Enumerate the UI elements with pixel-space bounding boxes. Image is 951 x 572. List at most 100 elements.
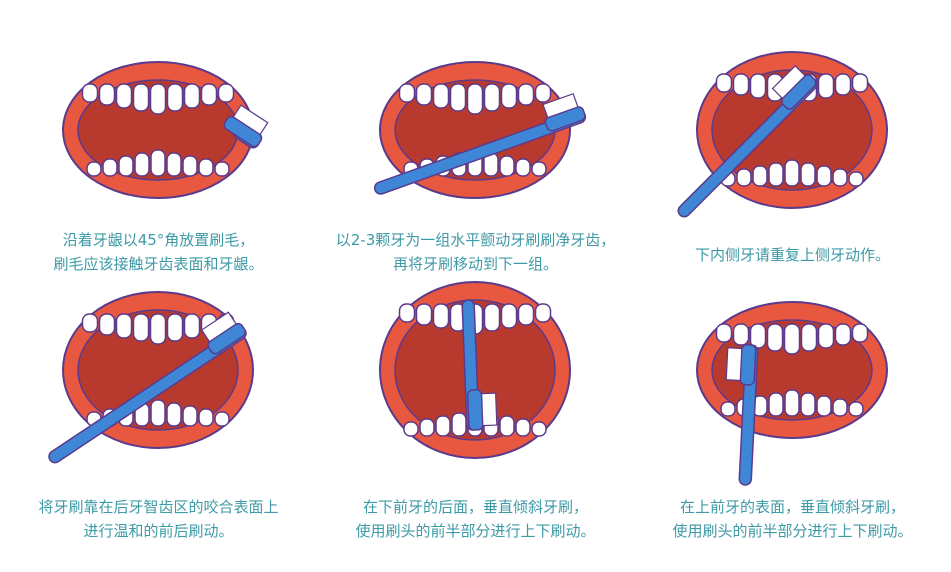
tooth bbox=[466, 83, 484, 115]
tooth bbox=[483, 303, 501, 332]
tooth bbox=[81, 83, 99, 103]
tooth bbox=[500, 303, 518, 329]
tooth bbox=[398, 303, 416, 323]
tooth bbox=[834, 323, 852, 346]
step-caption-line: 在下前牙的后面，垂直倾斜牙刷， bbox=[362, 498, 588, 516]
tooth bbox=[515, 158, 531, 177]
tooth bbox=[784, 389, 800, 417]
tooth bbox=[749, 73, 767, 99]
step-caption-line: 将牙刷靠在后牙智齿区的咬合表面上 bbox=[38, 498, 279, 516]
tooth bbox=[749, 323, 767, 349]
tooth bbox=[834, 73, 852, 96]
tooth bbox=[118, 155, 134, 177]
tooth bbox=[752, 165, 768, 187]
tooth bbox=[449, 83, 467, 112]
tooth bbox=[800, 392, 816, 417]
tooth bbox=[166, 313, 184, 342]
tooth bbox=[198, 408, 214, 427]
tooth bbox=[517, 83, 535, 106]
tooth bbox=[832, 398, 848, 417]
tooth bbox=[851, 73, 869, 93]
toothbrush-icon bbox=[677, 65, 818, 218]
step-caption-line: 沿着牙龈以45°角放置刷毛， bbox=[62, 231, 255, 249]
step-caption-line: 使用刷头的前半部分进行上下刷动。 bbox=[672, 522, 913, 540]
step-caption-line: 刷毛应该接触牙齿表面和牙龈。 bbox=[53, 255, 264, 273]
tooth bbox=[398, 83, 416, 103]
tooth bbox=[102, 158, 118, 177]
tooth bbox=[415, 303, 433, 326]
tooth bbox=[432, 303, 450, 329]
tooth bbox=[435, 415, 451, 437]
tooth bbox=[183, 83, 201, 109]
mouth-illustration bbox=[48, 291, 254, 464]
tooth bbox=[848, 171, 864, 187]
toothbrush-icon bbox=[48, 311, 247, 464]
tooth bbox=[736, 168, 752, 187]
tooth bbox=[768, 162, 784, 187]
tooth bbox=[150, 149, 166, 177]
tooth bbox=[166, 152, 182, 177]
tooth bbox=[149, 83, 167, 115]
tooth bbox=[419, 418, 435, 437]
tooth bbox=[166, 83, 184, 112]
tooth bbox=[183, 313, 201, 339]
tooth bbox=[499, 155, 515, 177]
tooth bbox=[515, 418, 531, 437]
tooth bbox=[403, 421, 419, 437]
tooth bbox=[848, 401, 864, 417]
tooth bbox=[432, 83, 450, 109]
tooth bbox=[534, 303, 552, 323]
step-caption-line: 再将牙刷移动到下一组。 bbox=[392, 255, 558, 273]
tooth bbox=[768, 392, 784, 417]
tooth bbox=[115, 313, 133, 339]
tooth bbox=[415, 83, 433, 106]
tooth bbox=[214, 411, 230, 427]
mouth-illustration bbox=[696, 301, 888, 486]
toothbrush-icon bbox=[461, 299, 498, 431]
tooth bbox=[783, 323, 801, 355]
mouth-illustration bbox=[62, 61, 269, 199]
tooth bbox=[784, 159, 800, 187]
tooth bbox=[115, 83, 133, 109]
tooth bbox=[149, 313, 167, 345]
tooth bbox=[86, 161, 102, 177]
tooth bbox=[517, 303, 535, 326]
tooth bbox=[715, 323, 733, 343]
tooth bbox=[800, 323, 818, 352]
tooth bbox=[200, 83, 218, 106]
tooth bbox=[483, 83, 501, 112]
step-caption-line: 在上前牙的表面，垂直倾斜牙刷， bbox=[679, 498, 905, 516]
tooth bbox=[832, 168, 848, 187]
tooth bbox=[150, 399, 166, 427]
tooth bbox=[214, 161, 230, 177]
tooth bbox=[766, 323, 784, 352]
toothbrush-icon bbox=[373, 92, 587, 195]
mouth-illustration bbox=[373, 61, 587, 199]
step-caption-line: 使用刷头的前半部分进行上下刷动。 bbox=[355, 522, 596, 540]
tooth bbox=[816, 165, 832, 187]
tooth bbox=[531, 421, 547, 437]
tooth bbox=[817, 323, 835, 349]
tooth bbox=[715, 73, 733, 93]
tooth bbox=[182, 405, 198, 427]
tooth bbox=[217, 83, 235, 103]
tooth bbox=[98, 83, 116, 106]
step-caption-line: 下内侧牙请重复上侧牙动作。 bbox=[694, 246, 890, 264]
mouth-interior bbox=[77, 309, 239, 431]
tooth bbox=[81, 313, 99, 333]
toothbrush-icon bbox=[725, 343, 759, 486]
tooth bbox=[132, 83, 150, 112]
step-caption-line: 以2-3颗牙为一组水平颤动牙刷刷净牙齿， bbox=[335, 231, 616, 249]
tooth bbox=[732, 323, 750, 346]
tooth bbox=[98, 313, 116, 336]
toothbrush-icon bbox=[223, 104, 269, 149]
tooth bbox=[800, 162, 816, 187]
tooth bbox=[198, 158, 214, 177]
tooth bbox=[851, 323, 869, 343]
tooth bbox=[816, 395, 832, 417]
step-caption-line: 进行温和的前后刷动。 bbox=[83, 522, 234, 540]
tooth bbox=[132, 313, 150, 342]
tooth bbox=[134, 152, 150, 177]
tooth bbox=[531, 161, 547, 177]
mouth-illustration bbox=[379, 281, 571, 459]
